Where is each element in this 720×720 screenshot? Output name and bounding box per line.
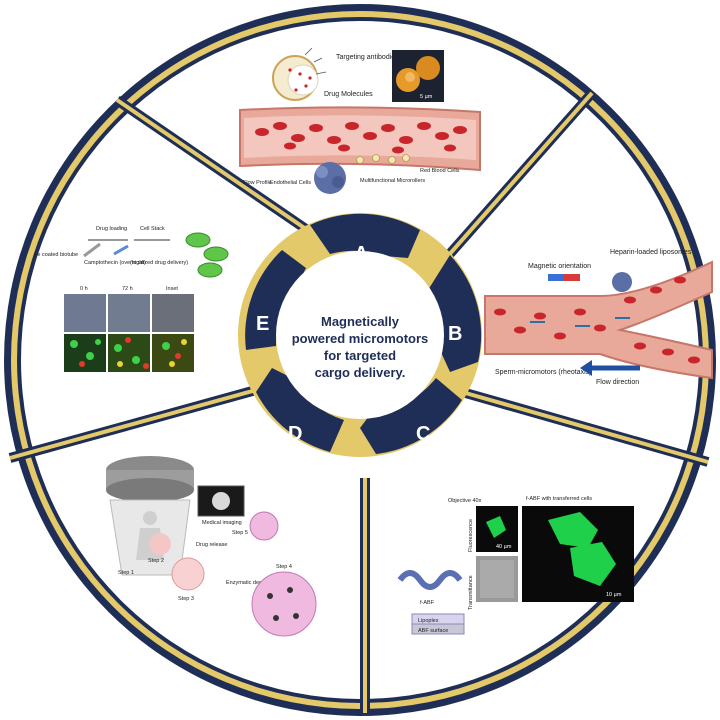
heparin-liposome — [612, 272, 632, 292]
panel-c-illustration: Objective 40x f-ABF with transferred cel… — [397, 496, 634, 635]
segment-letter-c: C — [416, 423, 430, 445]
label-sperm-micromotors: Sperm-micromotors (rheotaxis) — [495, 369, 591, 376]
step5-cell — [249, 511, 279, 541]
label-magnetic-orientation: Magnetic orientation — [528, 263, 591, 270]
label-heparin-liposomes: Heparin-loaded liposomes — [610, 249, 692, 256]
segment-letter-a: A — [354, 243, 368, 265]
segment-letter-d: D — [288, 423, 302, 445]
segment-letter-e: E — [256, 313, 269, 335]
label-medical-imaging: Medical imaging — [202, 520, 242, 526]
segment-letter-b: B — [448, 323, 462, 345]
segment-arrow-a — [310, 213, 420, 258]
panel-b-illustration: Magnetic orientation Heparin-loaded lipo… — [484, 249, 713, 386]
abf-surface-layer — [411, 623, 465, 635]
label-inset: Inset — [166, 286, 178, 292]
spoke-dividers-gold — [9, 91, 709, 713]
red-blood-cells-b — [494, 276, 700, 364]
center-disc — [276, 251, 444, 419]
label-objective: Objective 40x — [448, 498, 482, 504]
label-fluorescence: Fluorescence — [468, 519, 474, 552]
label-drug-release: Drug release — [196, 542, 228, 548]
label-step4: Step 4 — [276, 564, 292, 570]
label-0h: 0 h — [80, 286, 88, 292]
label-camptothecin: Camptothecin (overnight) — [84, 260, 146, 266]
center-title-line-2: powered micromotors — [292, 331, 429, 346]
label-step2: Step 2 — [148, 558, 164, 564]
label-step1: Step 1 — [118, 570, 134, 576]
label-drug-loading: Drug loading — [96, 226, 127, 232]
step3-cell — [171, 557, 205, 591]
label-drug-molecules: Drug Molecules — [324, 91, 373, 98]
scale-10um: 10 µm — [606, 592, 622, 598]
label-targeting-antibodies: Targeting antibodies — [336, 54, 399, 61]
center-ring: A B C D E Magnetically powered micromoto… — [238, 213, 482, 457]
label-step5: Step 5 — [232, 530, 248, 536]
center-title-line-1: Magnetically — [321, 314, 400, 329]
label-flow-profile: Flow Profile — [243, 180, 272, 186]
biotube-icon — [83, 242, 101, 258]
label-fe-biotube: Fe coated biotube — [34, 252, 78, 258]
green-cell-2 — [203, 246, 229, 262]
panel-d-illustration: Medical imaging Step 5 Step 2 Step 1 Dru… — [106, 456, 317, 637]
micrograph-0h-bright — [64, 294, 106, 332]
label-flow-direction: Flow direction — [596, 379, 639, 386]
label-step3: Step 3 — [178, 596, 194, 602]
panel-a-illustration: Targeting antibodies Drug Molecules 5 µm… — [239, 47, 481, 194]
center-title-line-3: for targeted — [324, 348, 396, 363]
micrograph-inset-bright — [152, 294, 194, 332]
center-title-line-4: cargo delivery. — [315, 365, 406, 380]
label-endothelial-cells: Endothelial Cells — [270, 180, 311, 186]
step2-blob — [149, 533, 171, 555]
green-cell-1 — [185, 232, 211, 248]
label-transmittance: Transmittance — [468, 575, 474, 610]
micrograph-72h-bright — [108, 294, 150, 332]
micrograph-scale: 5 µm — [420, 94, 433, 100]
label-cell-stack: Cell Stack — [140, 226, 165, 232]
green-cell-3 — [197, 262, 223, 278]
label-red-blood-cells: Red Blood Cells — [420, 168, 460, 174]
label-fabf: f-ABF — [420, 600, 435, 606]
scale-40um: 40 µm — [496, 544, 512, 550]
label-lipoplex: Lipoplex — [418, 618, 439, 624]
label-abf-surface: ABF surface — [418, 628, 448, 634]
label-localized: (localized drug delivery) — [130, 260, 188, 266]
step4-cell — [251, 571, 317, 637]
label-multifunctional-microrollers: Multifunctional Microrollers — [360, 178, 425, 184]
fabf-helix — [397, 570, 463, 590]
panel-e-illustration: Fe coated biotube Drug loading Camptothe… — [34, 226, 229, 372]
segment-arrow-e — [245, 250, 306, 350]
segment-arrow-c — [360, 378, 462, 454]
label-72h: 72 h — [122, 286, 133, 292]
segment-arrow-d — [256, 368, 344, 452]
red-blood-cells-a — [255, 122, 467, 154]
label-fabf-transferred-cells: f-ABF with transferred cells — [526, 496, 592, 502]
label-enzymatic: Enzymatic degradation — [226, 580, 282, 586]
